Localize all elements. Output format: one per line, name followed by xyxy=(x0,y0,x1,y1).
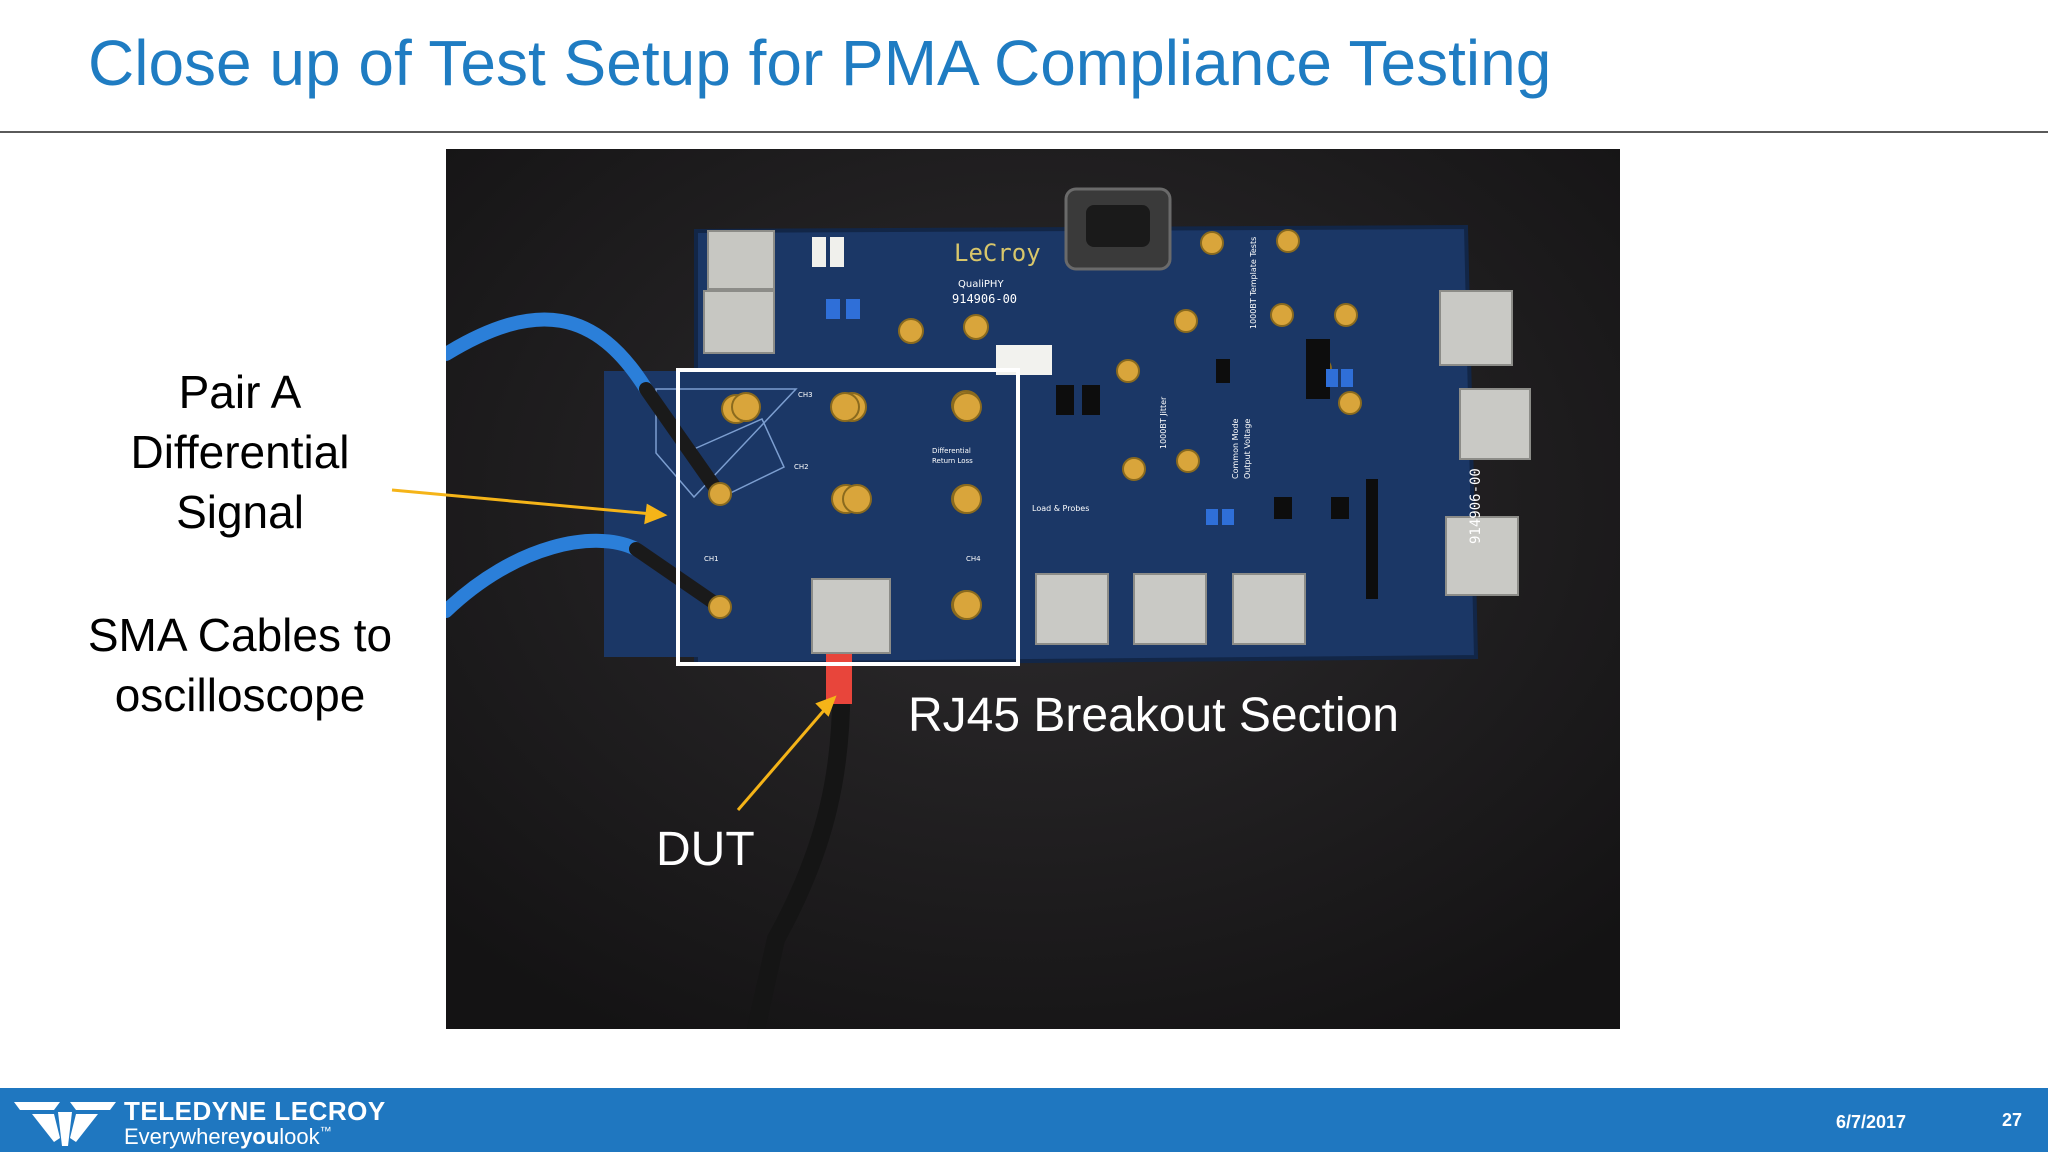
brand-tagline: Everywhereyoulook™ xyxy=(124,1124,332,1149)
pair-a-label-line3: Signal xyxy=(176,486,304,538)
pair-a-label-line2: Differential xyxy=(130,426,350,478)
sma-cables-label: SMA Cables to oscilloscope xyxy=(62,605,418,725)
rj45-jack xyxy=(707,230,775,290)
board-part-number: 914906-00 xyxy=(952,292,1017,306)
dut-rj45-jack xyxy=(811,578,891,654)
footer-bar: TELEDYNE LECROY Everywhereyoulook™ 6/7/2… xyxy=(0,1088,2048,1152)
board-illustration: LeCroy QualiPHY 914906-00 Load & Probes … xyxy=(446,149,1620,1029)
rj45-jack xyxy=(1445,516,1519,596)
board-part-number-side: 914906-00 xyxy=(1468,468,1484,544)
jumpers xyxy=(826,299,1353,525)
dut-callout: DUT xyxy=(656,823,755,876)
components xyxy=(1056,339,1378,599)
page-number: 27 xyxy=(2002,1110,2023,1130)
board-brand: LeCroy xyxy=(954,239,1041,267)
board-diff-return-loss-2: Return Loss xyxy=(932,457,973,465)
footer-date: 6/7/2017 xyxy=(1836,1112,1907,1132)
rj45-jack xyxy=(703,290,775,354)
board-ch2: CH2 xyxy=(794,463,809,471)
sma-cable-upper xyxy=(446,312,653,396)
board-ch3: CH3 xyxy=(798,391,813,399)
pair-a-label-line1: Pair A xyxy=(178,366,302,418)
pair-a-label: Pair A Differential Signal xyxy=(100,362,380,542)
board-common-mode-1: Common Mode xyxy=(1231,419,1240,479)
rj45-jack xyxy=(1133,573,1207,645)
rj45-breakout-callout: RJ45 Breakout Section xyxy=(908,689,1399,742)
board-ch1: CH1 xyxy=(704,555,719,563)
board-template: 1000BT Template Tests xyxy=(1249,237,1258,329)
rj45-jack xyxy=(1035,573,1109,645)
dut-ethernet-cable xyxy=(747,660,851,1029)
board-diff-return-loss-1: Differential xyxy=(932,447,971,455)
sma-cables-label-line2: oscilloscope xyxy=(114,669,366,721)
dut-cable-boot xyxy=(826,654,852,704)
rj45-jack xyxy=(1439,290,1513,366)
sma-connectors xyxy=(898,229,1362,481)
switches xyxy=(812,237,844,267)
board-jitter: 1000BT Jitter xyxy=(1159,396,1168,449)
board-ch4: CH4 xyxy=(966,555,981,563)
board-common-mode-2: Output Voltage xyxy=(1243,419,1252,479)
sma-cable-lower xyxy=(446,533,643,618)
board-load-probes: Load & Probes xyxy=(1032,504,1089,513)
rj45-jack xyxy=(1232,573,1306,645)
sma-cables-label-line1: SMA Cables to xyxy=(87,609,393,661)
brand-name: TELEDYNE LECROY xyxy=(124,1096,386,1126)
slide-title: Close up of Test Setup for PMA Complianc… xyxy=(88,27,1552,99)
title-divider xyxy=(0,131,2048,133)
test-setup-photo: LeCroy QualiPHY 914906-00 Load & Probes … xyxy=(446,149,1620,1029)
board-sticker xyxy=(996,345,1052,375)
teledyne-logo-icon xyxy=(14,1102,116,1146)
board-product: QualiPHY xyxy=(958,279,1004,290)
rj45-jack xyxy=(1459,388,1531,460)
